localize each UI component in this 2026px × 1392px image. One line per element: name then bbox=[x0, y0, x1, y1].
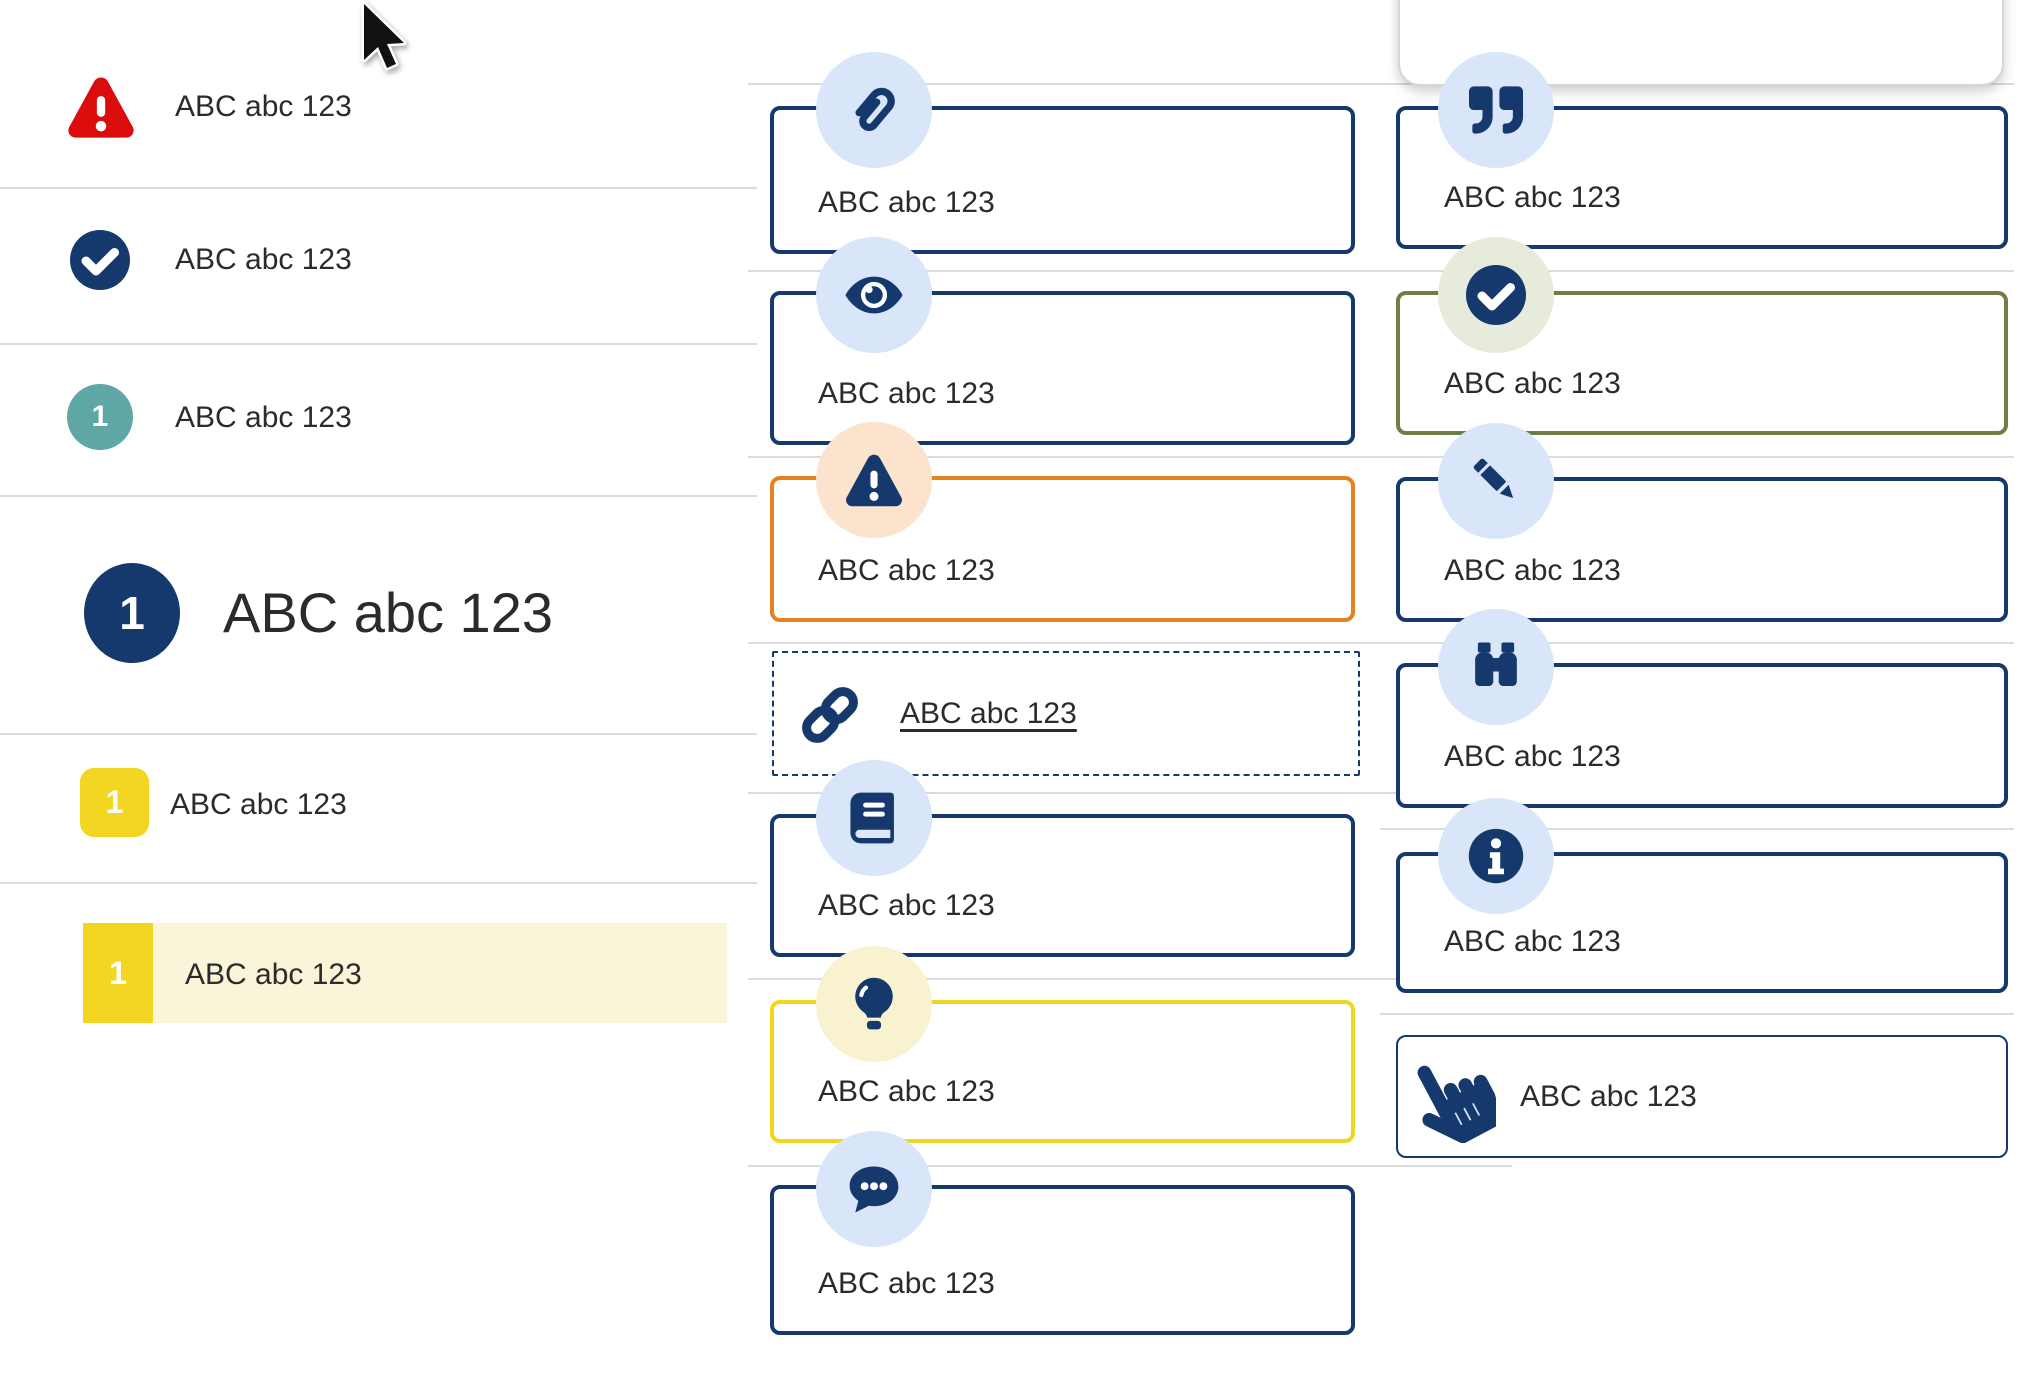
callout-label: ABC abc 123 bbox=[818, 889, 995, 922]
list-item-number-large: 1 ABC abc 123 bbox=[0, 563, 757, 663]
callout-label: ABC abc 123 bbox=[1444, 925, 1621, 958]
icon-circle bbox=[816, 422, 932, 538]
list-item-number-yellow: 1 ABC abc 123 bbox=[0, 768, 757, 838]
icon-circle bbox=[1438, 609, 1554, 725]
warning-icon bbox=[846, 454, 902, 507]
quote-icon bbox=[1469, 86, 1523, 134]
callout-label: ABC abc 123 bbox=[1444, 740, 1621, 773]
callout-search: ABC abc 123 bbox=[1396, 609, 2008, 808]
divider bbox=[1380, 456, 2014, 458]
divider bbox=[748, 456, 1512, 458]
icon-circle bbox=[1438, 798, 1554, 914]
callout-label: ABC abc 123 bbox=[1444, 554, 1621, 587]
binoculars-icon bbox=[1475, 642, 1517, 687]
icon-circle bbox=[816, 760, 932, 876]
callout-link[interactable]: ABC abc 123 bbox=[772, 651, 1360, 776]
list-item-label: ABC abc 123 bbox=[185, 958, 362, 991]
number-badge-teal: 1 bbox=[67, 384, 133, 450]
divider bbox=[1380, 642, 2014, 644]
divider bbox=[1380, 1013, 2014, 1015]
badge-number: 1 bbox=[109, 954, 127, 991]
divider bbox=[748, 1165, 1512, 1167]
icon-circle bbox=[816, 946, 932, 1062]
hand-pointer-icon bbox=[1417, 1065, 1496, 1143]
callout-success: ABC abc 123 bbox=[1396, 237, 2008, 435]
paperclip-icon bbox=[855, 87, 895, 131]
callout-label: ABC abc 123 bbox=[818, 554, 995, 587]
divider bbox=[0, 187, 757, 189]
divider bbox=[748, 270, 1512, 272]
divider bbox=[0, 733, 757, 735]
callout-label: ABC abc 123 bbox=[1444, 367, 1621, 400]
list-item-label: ABC abc 123 bbox=[175, 401, 352, 434]
icon-circle bbox=[1438, 237, 1554, 353]
info-icon bbox=[1468, 828, 1524, 884]
callout-label: ABC abc 123 bbox=[1520, 1079, 1697, 1113]
alert-triangle-icon bbox=[68, 77, 134, 138]
list-item-number-teal: 1 ABC abc 123 bbox=[0, 383, 757, 453]
callout-label: ABC abc 123 bbox=[818, 377, 995, 410]
icon-circle bbox=[816, 237, 932, 353]
callout-label: ABC abc 123 bbox=[818, 186, 995, 219]
divider bbox=[0, 882, 757, 884]
callout-info: ABC abc 123 bbox=[1396, 798, 2008, 993]
callout-label: ABC abc 123 bbox=[818, 1267, 995, 1300]
callout-quote: ABC abc 123 bbox=[1396, 52, 2008, 249]
list-item-warning: ABC abc 123 bbox=[0, 60, 757, 154]
callout-label: ABC abc 123 bbox=[818, 1075, 995, 1108]
badge-number: 1 bbox=[91, 400, 109, 433]
number-badge-navy-large: 1 bbox=[84, 563, 180, 663]
callout-view: ABC abc 123 bbox=[770, 237, 1355, 445]
list-item-number-yellow-highlighted: 1 ABC abc 123 bbox=[0, 923, 757, 1023]
list-item-label: ABC abc 123 bbox=[175, 90, 352, 123]
icon-circle bbox=[1438, 423, 1554, 539]
callout-comment: ABC abc 123 bbox=[770, 1131, 1355, 1335]
divider bbox=[748, 792, 1512, 794]
check-circle-icon bbox=[70, 230, 130, 290]
callout-tip: ABC abc 123 bbox=[770, 946, 1355, 1143]
icon-circle bbox=[816, 1131, 932, 1247]
callout-warning: ABC abc 123 bbox=[770, 422, 1355, 622]
icon-circle bbox=[1438, 52, 1554, 168]
list-item-label: ABC abc 123 bbox=[170, 788, 347, 821]
link-icon bbox=[802, 687, 858, 743]
lightbulb-icon bbox=[855, 977, 893, 1030]
callout-label: ABC abc 123 bbox=[1444, 181, 1621, 214]
divider bbox=[0, 495, 757, 497]
divider bbox=[748, 978, 1512, 980]
check-icon bbox=[1466, 265, 1526, 325]
mouse-cursor-icon bbox=[361, 1, 407, 71]
icon-circle bbox=[816, 52, 932, 168]
book-icon bbox=[850, 792, 894, 844]
list-item-label: ABC abc 123 bbox=[223, 581, 553, 644]
number-tag-yellow: 1 bbox=[80, 768, 149, 837]
divider bbox=[748, 83, 1512, 85]
speech-bubble-icon bbox=[849, 1166, 899, 1213]
divider bbox=[1380, 270, 2014, 272]
divider bbox=[1380, 828, 2014, 830]
callout-book: ABC abc 123 bbox=[770, 760, 1355, 957]
list-item-check: ABC abc 123 bbox=[0, 225, 757, 295]
callout-action: ABC abc 123 bbox=[1396, 1035, 2008, 1158]
number-tab-yellow: 1 bbox=[83, 923, 153, 1023]
divider bbox=[748, 642, 1512, 644]
badge-number: 1 bbox=[119, 587, 145, 639]
badge-number: 1 bbox=[105, 784, 124, 820]
callout-attachment: ABC abc 123 bbox=[770, 52, 1355, 254]
callout-edit: ABC abc 123 bbox=[1396, 423, 2008, 622]
eye-icon bbox=[845, 276, 903, 314]
hyperlink[interactable]: ABC abc 123 bbox=[900, 696, 1077, 730]
pencil-icon bbox=[1473, 458, 1514, 499]
list-item-label: ABC abc 123 bbox=[175, 243, 352, 276]
divider bbox=[0, 343, 757, 345]
row-highlight bbox=[153, 923, 727, 1023]
